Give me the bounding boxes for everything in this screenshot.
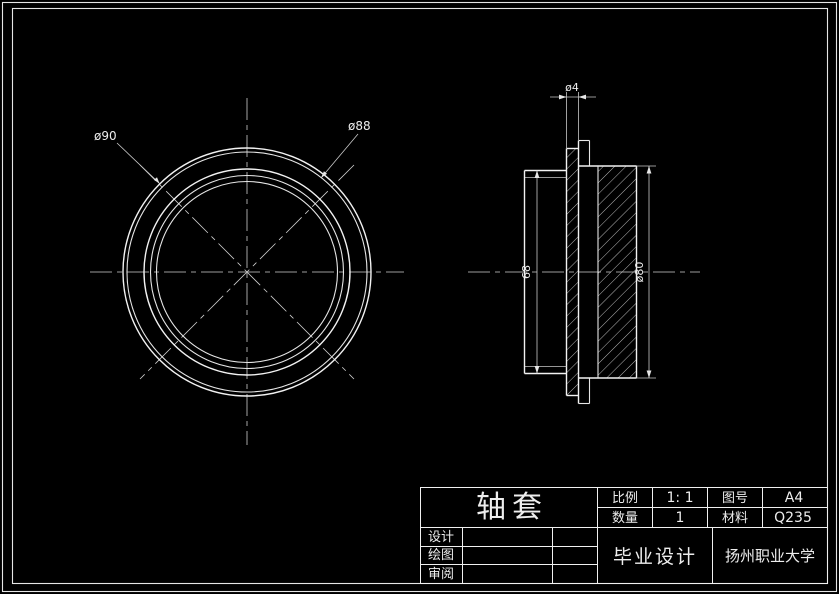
title-block-grid (420, 487, 828, 584)
centerline-diagonal-2 (139, 164, 355, 380)
hatch-flange (566, 148, 579, 396)
circle-4 (149, 174, 345, 370)
circle-3 (143, 168, 351, 376)
leader-arrow (321, 171, 327, 178)
drawing-no-label: 图号 (722, 491, 748, 506)
hatch-body (598, 166, 637, 378)
project-name: 毕业设计 (613, 546, 697, 568)
material-value: Q235 (774, 510, 812, 526)
quantity-label: 数量 (612, 511, 638, 526)
dim-label-outer: ø90 (94, 129, 117, 143)
dim-label-tube: 68 (520, 265, 533, 279)
dim-label-thickness: ø4 (565, 81, 579, 94)
leader-line (116, 142, 160, 184)
front-view-centerlines (90, 98, 404, 445)
dim-thickness: ø4 (550, 81, 596, 148)
circle-5 (155, 180, 339, 364)
part-name: 轴套 (476, 490, 548, 525)
front-view: ø90 ø88 (90, 98, 404, 445)
draft-row-label: 绘图 (428, 548, 454, 563)
scale-value: 1: 1 (667, 490, 694, 506)
material-label: 材料 (722, 511, 748, 526)
dim-tube: 68 (520, 170, 540, 374)
dim-inner-diameter: ø88 (320, 119, 371, 179)
school-name: 扬州职业大学 (725, 547, 815, 565)
flange-outline (565, 139, 591, 405)
title-block: 轴套 比例 1: 1 图号 A4 数量 1 材料 Q235 设计 绘图 审阅 毕… (420, 487, 828, 584)
dim-bore: ø80 (633, 165, 656, 379)
drawing-no-value: A4 (785, 490, 804, 506)
scale-label: 比例 (612, 491, 638, 506)
dim-label-bore: ø80 (633, 262, 646, 283)
dim-outer-diameter: ø90 (94, 129, 160, 184)
circle-2 (126, 151, 368, 393)
quantity-value: 1 (676, 510, 685, 526)
dim-label-inner: ø88 (348, 119, 371, 133)
circle-outer (122, 147, 372, 397)
leader-arrow (153, 177, 160, 184)
tube-outline (523, 169, 567, 375)
leader-line (320, 133, 359, 179)
body-outline (578, 165, 638, 379)
section-view: ø4 68 ø80 (468, 81, 700, 405)
design-row-label: 设计 (428, 530, 454, 545)
review-row-label: 审阅 (428, 567, 454, 582)
